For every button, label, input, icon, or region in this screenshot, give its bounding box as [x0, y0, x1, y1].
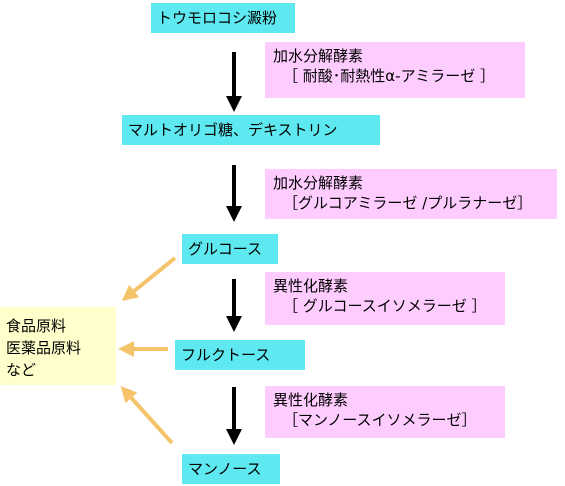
enzyme-3-detail: ［ グルコースイソメラーゼ ］: [283, 297, 487, 315]
enzyme-box-3: 異性化酵素 ［ グルコースイソメラーゼ ］: [265, 272, 505, 325]
uses-line-3: など: [6, 361, 37, 379]
arrow-glucose-to-uses: [121, 256, 177, 302]
node-starch-label: トウモロコシ澱粉: [157, 9, 278, 27]
enzyme-1-detail: ［ 耐酸･耐熱性α-アミラーゼ ］: [283, 67, 496, 85]
node-starch: トウモロコシ澱粉: [151, 3, 295, 33]
node-mannose: マンノース: [182, 454, 280, 484]
enzyme-4-detail: ［マンノースイソメラーゼ］: [283, 411, 477, 429]
enzyme-box-4: 異性化酵素 ［マンノースイソメラーゼ］: [265, 386, 505, 438]
node-mannose-label: マンノース: [188, 460, 262, 478]
enzyme-2-detail: ［グルコアミラーゼ /プルラナーゼ］: [283, 194, 533, 212]
node-glucose: グルコース: [182, 234, 278, 264]
enzyme-box-2: 加水分解酵素 ［グルコアミラーゼ /プルラナーゼ］: [265, 169, 557, 219]
enzyme-4-name: 異性化酵素: [273, 391, 349, 409]
uses-box: 食品原料 医薬品原料 など: [0, 307, 116, 385]
node-oligo-label: マルトオリゴ糖、デキストリン: [128, 121, 338, 139]
enzyme-1-name: 加水分解酵素: [273, 47, 364, 65]
node-oligo: マルトオリゴ糖、デキストリン: [122, 115, 380, 145]
uses-line-2: 医薬品原料: [6, 339, 82, 357]
uses-line-1: 食品原料: [6, 317, 67, 335]
arrow-mannose-to-uses: [120, 386, 174, 445]
enzyme-3-name: 異性化酵素: [273, 277, 349, 295]
enzyme-2-name: 加水分解酵素: [273, 174, 364, 192]
enzyme-box-1: 加水分解酵素 ［ 耐酸･耐熱性α-アミラーゼ ］: [265, 42, 525, 98]
node-fructose-label: フルクトース: [181, 346, 271, 364]
node-fructose: フルクトース: [175, 340, 305, 370]
node-glucose-label: グルコース: [188, 240, 262, 258]
